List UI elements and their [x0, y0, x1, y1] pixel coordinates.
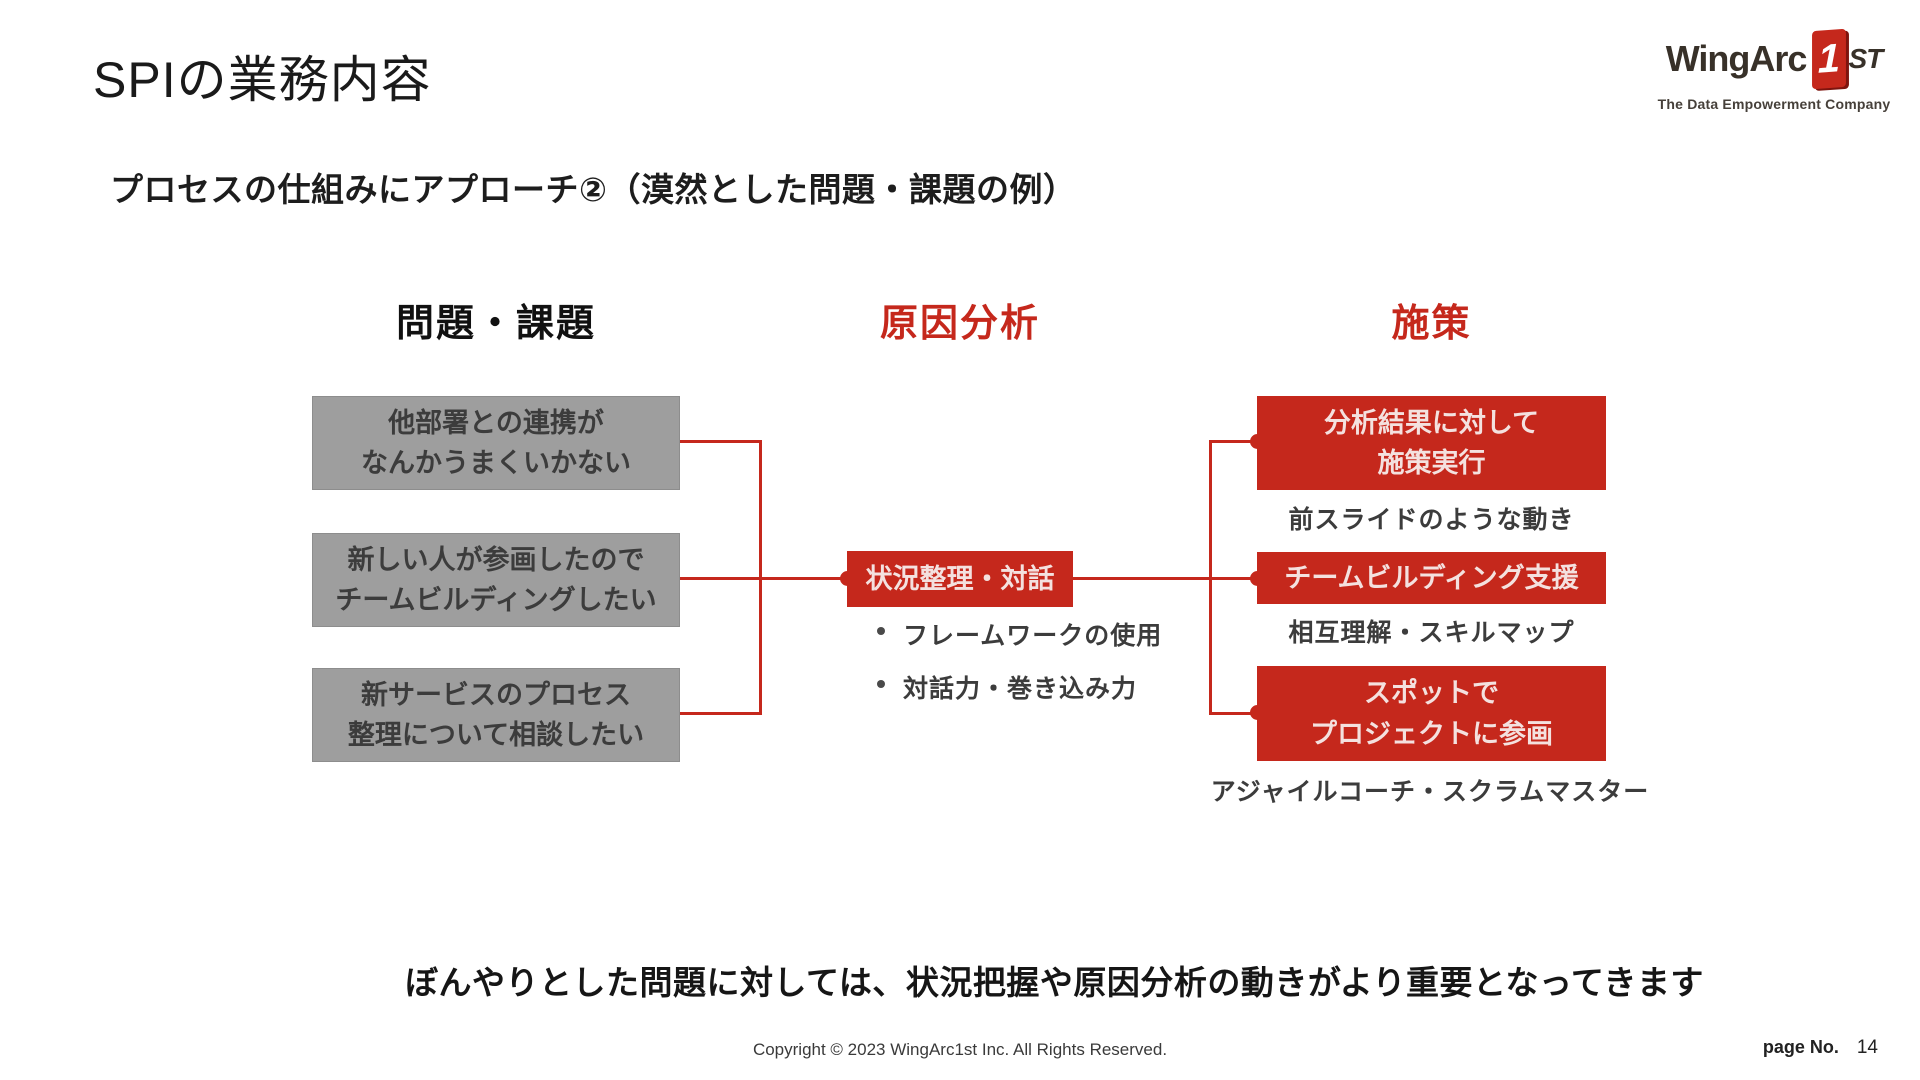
logo-brand-text: WingArc: [1665, 38, 1808, 79]
problem-box-3-line1: 新サービスのプロセス: [361, 679, 631, 710]
measure-caption-2: 相互理解・スキルマップ: [1288, 619, 1575, 647]
logo-suffix-text: ST: [1848, 43, 1883, 74]
analysis-bullet-list: フレームワークの使用 対話力・巻き込み力: [877, 616, 1207, 722]
measure-box-1-line2: 施策実行: [1377, 448, 1486, 478]
connector-line: [1209, 712, 1257, 715]
page-title: SPIの業務内容: [93, 52, 432, 108]
wingarc-logo-wordmark: WingArc 1 ST: [1654, 28, 1894, 90]
analysis-bullet-1: フレームワークの使用: [903, 622, 1163, 650]
logo-block-digit: 1: [1818, 36, 1841, 82]
problem-box-2: 新しい人が参画したので チームビルディングしたい: [312, 533, 680, 627]
measure-box-2: チームビルディング支援: [1257, 552, 1606, 604]
bullet-icon: [877, 680, 885, 688]
connector-line: [680, 440, 762, 443]
connector-line: [1073, 577, 1212, 580]
problem-box-3-line2: 整理について相談したい: [347, 720, 645, 750]
footer-page: page No. 14: [1763, 1037, 1878, 1059]
problem-box-1-line1: 他部署との連携が: [388, 407, 604, 438]
bottom-message: ぼんやりとした問題に対しては、状況把握や原因分析の動きがより重要となってきます: [405, 964, 1704, 1001]
measure-caption-3: アジャイルコーチ・スクラムマスター: [1210, 778, 1650, 806]
problem-box-1-line2: なんかうまくいかない: [361, 448, 631, 478]
problem-box-3: 新サービスのプロセス 整理について相談したい: [312, 668, 680, 762]
column-header-measures: 施策: [1391, 303, 1472, 345]
connector-line: [759, 440, 762, 715]
connector-line: [1209, 440, 1257, 443]
measure-box-3-line2: プロジェクトに参画: [1310, 718, 1553, 749]
analysis-box-label: 状況整理・対話: [865, 563, 1055, 594]
bullet-icon: [877, 627, 885, 635]
slide-subtitle: プロセスの仕組みにアプローチ②（漠然とした問題・課題の例）: [110, 171, 1077, 208]
measure-box-3: スポットで プロジェクトに参画: [1257, 666, 1606, 761]
problem-box-2-line2: チームビルディングしたい: [335, 585, 657, 615]
logo-one-block-icon: 1: [1812, 28, 1847, 90]
analysis-box: 状況整理・対話: [847, 551, 1073, 607]
connector-line: [680, 577, 847, 580]
measure-caption-1: 前スライドのような動き: [1288, 506, 1575, 534]
logo-tagline: The Data Empowerment Company: [1657, 96, 1891, 112]
footer-page-label: page No.: [1762, 1037, 1839, 1057]
column-header-problems: 問題・課題: [395, 303, 596, 345]
wingarc-logo: WingArc 1 ST The Data Empowerment Compan…: [1654, 28, 1894, 112]
measure-box-1-line1: 分析結果に対して: [1323, 407, 1540, 438]
connector-line: [1209, 577, 1257, 580]
column-header-analysis: 原因分析: [879, 303, 1040, 345]
footer-copyright: Copyright © 2023 WingArc1st Inc. All Rig…: [752, 1040, 1168, 1059]
problem-box-2-line1: 新しい人が参画したので: [347, 544, 645, 575]
analysis-bullet-2: 対話力・巻き込み力: [903, 675, 1138, 703]
problem-box-1: 他部署との連携が なんかうまくいかない: [312, 396, 680, 490]
measure-box-1: 分析結果に対して 施策実行: [1257, 396, 1606, 490]
list-item: 対話力・巻き込み力: [877, 669, 1207, 705]
footer-page-number: 14: [1856, 1037, 1878, 1058]
measure-box-2-line1: チームビルディング支援: [1284, 562, 1579, 593]
connector-line: [680, 712, 762, 715]
list-item: フレームワークの使用: [877, 616, 1207, 652]
measure-box-3-line1: スポットで: [1364, 678, 1499, 708]
